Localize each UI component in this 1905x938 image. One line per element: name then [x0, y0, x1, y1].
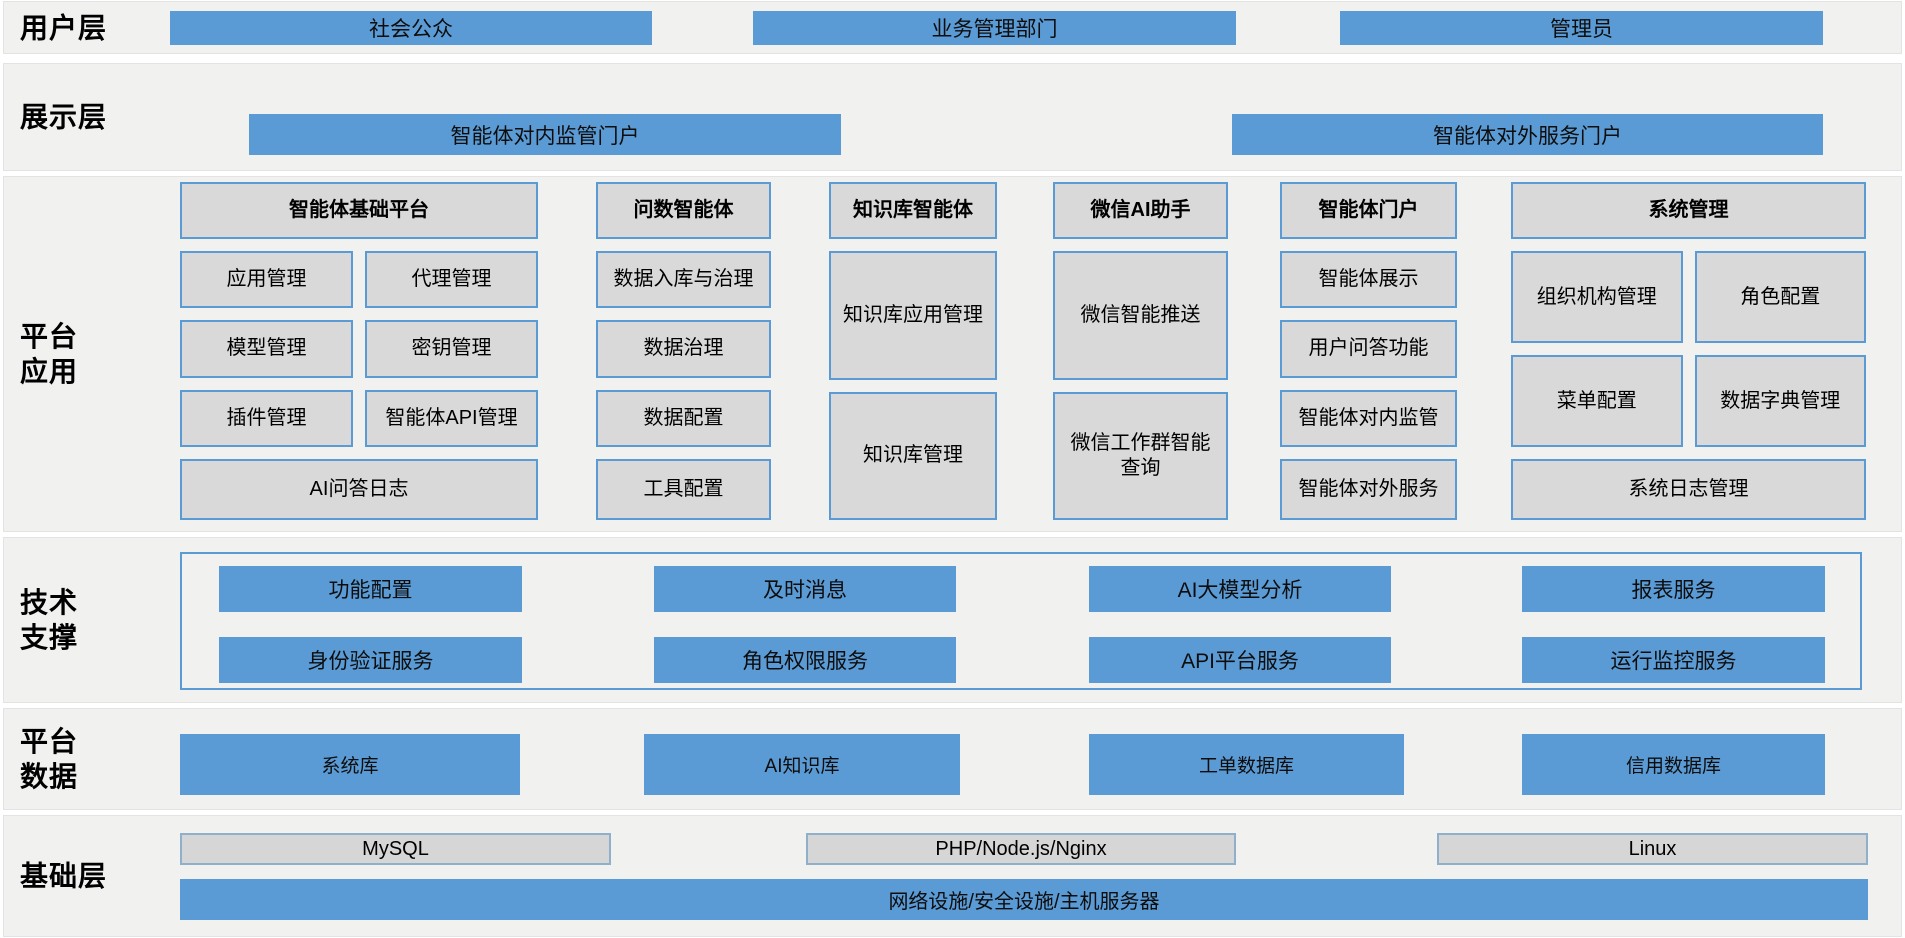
app-box: 数据字典管理 — [1694, 355, 1866, 447]
base-box-infrastructure: 网络设施/安全设施/主机服务器 — [180, 879, 1868, 920]
tech-support-frame: 功能配置 及时消息 AI大模型分析 报表服务 身份验证服务 角色权限服务 API… — [180, 552, 1862, 690]
column-agent-portal: 智能体门户 智能体展示 用户问答功能 智能体对内监管 智能体对外服务 — [1280, 182, 1457, 520]
db-ai-knowledge: AI知识库 — [644, 734, 960, 795]
column-agent-base-platform: 智能体基础平台 应用管理 代理管理 模型管理 密钥管理 插件管理 智能体API管… — [180, 182, 538, 520]
band-platform-app: 平台 应用 智能体基础平台 应用管理 代理管理 模型管理 密钥管理 插件管理 智… — [4, 177, 1901, 531]
column-header: 系统管理 — [1511, 182, 1866, 239]
app-box: AI问答日志 — [180, 458, 538, 520]
base-layer-label: 基础层 — [20, 860, 108, 892]
portal-internal-supervision: 智能体对内监管门户 — [249, 114, 841, 155]
app-box: 数据治理 — [596, 320, 771, 378]
tech-box: 运行监控服务 — [1522, 637, 1825, 683]
app-box: 知识库管理 — [829, 391, 997, 520]
tech-box: 身份验证服务 — [219, 637, 522, 683]
app-box: 系统日志管理 — [1511, 459, 1866, 520]
app-box: 工具配置 — [596, 458, 771, 520]
app-box: 智能体对外服务 — [1280, 458, 1457, 520]
platform-app-label: 平台 应用 — [20, 321, 79, 387]
column-header: 问数智能体 — [596, 182, 771, 239]
column-header: 知识库智能体 — [829, 182, 997, 239]
band-user-layer: 用户层 社会公众 业务管理部门 管理员 — [4, 2, 1901, 53]
db-system: 系统库 — [180, 734, 520, 795]
platform-data-label: 平台 数据 — [20, 726, 79, 792]
band-tech-support: 技术 支撑 功能配置 及时消息 AI大模型分析 报表服务 身份验证服务 角色权限… — [4, 538, 1901, 702]
column-system-management: 系统管理 组织机构管理 角色配置 菜单配置 数据字典管理 系统日志管理 — [1511, 182, 1866, 520]
tech-box: 及时消息 — [654, 566, 956, 612]
db-credit: 信用数据库 — [1522, 734, 1825, 795]
column-header: 智能体门户 — [1280, 182, 1457, 239]
portal-external-service: 智能体对外服务门户 — [1232, 114, 1823, 155]
band-platform-data: 平台 数据 系统库 AI知识库 工单数据库 信用数据库 — [4, 709, 1901, 809]
app-box: 模型管理 — [180, 320, 353, 378]
column-data-query-agent: 问数智能体 数据入库与治理 数据治理 数据配置 工具配置 — [596, 182, 771, 520]
app-box: 菜单配置 — [1511, 355, 1683, 447]
app-box: 智能体展示 — [1280, 251, 1457, 309]
tech-support-label: 技术 支撑 — [20, 587, 79, 653]
column-wechat-ai: 微信AI助手 微信智能推送 微信工作群智能查询 — [1053, 182, 1228, 520]
user-box-business-dept: 业务管理部门 — [753, 11, 1236, 45]
app-box: 插件管理 — [180, 389, 353, 447]
user-box-admin: 管理员 — [1340, 11, 1823, 45]
base-box-linux: Linux — [1437, 833, 1868, 865]
display-layer-label: 展示层 — [20, 101, 108, 133]
user-layer-label: 用户层 — [20, 12, 108, 43]
app-box: 微信智能推送 — [1053, 251, 1228, 380]
base-box-php-node-nginx: PHP/Node.js/Nginx — [806, 833, 1236, 865]
app-box: 角色配置 — [1694, 251, 1866, 343]
tech-box: 功能配置 — [219, 566, 522, 612]
app-box: 代理管理 — [365, 251, 538, 309]
base-box-mysql: MySQL — [180, 833, 611, 865]
app-box: 知识库应用管理 — [829, 251, 997, 380]
app-box: 密钥管理 — [365, 320, 538, 378]
app-box: 应用管理 — [180, 251, 353, 309]
column-knowledge-agent: 知识库智能体 知识库应用管理 知识库管理 — [829, 182, 997, 520]
app-box: 用户问答功能 — [1280, 320, 1457, 378]
tech-box: 报表服务 — [1522, 566, 1825, 612]
app-box: 微信工作群智能查询 — [1053, 391, 1228, 520]
tech-box: API平台服务 — [1089, 637, 1391, 683]
user-box-public: 社会公众 — [170, 11, 652, 45]
db-work-order: 工单数据库 — [1089, 734, 1404, 795]
band-display-layer: 展示层 智能体对内监管门户 智能体对外服务门户 — [4, 64, 1901, 170]
app-box: 智能体对内监管 — [1280, 389, 1457, 447]
app-box: 数据入库与治理 — [596, 251, 771, 309]
column-header: 微信AI助手 — [1053, 182, 1228, 239]
app-box: 组织机构管理 — [1511, 251, 1683, 343]
tech-box: AI大模型分析 — [1089, 566, 1391, 612]
band-base-layer: 基础层 MySQL PHP/Node.js/Nginx Linux 网络设施/安… — [4, 816, 1901, 936]
app-box: 智能体API管理 — [365, 389, 538, 447]
tech-box: 角色权限服务 — [654, 637, 956, 683]
column-header: 智能体基础平台 — [180, 182, 538, 239]
app-box: 数据配置 — [596, 389, 771, 447]
